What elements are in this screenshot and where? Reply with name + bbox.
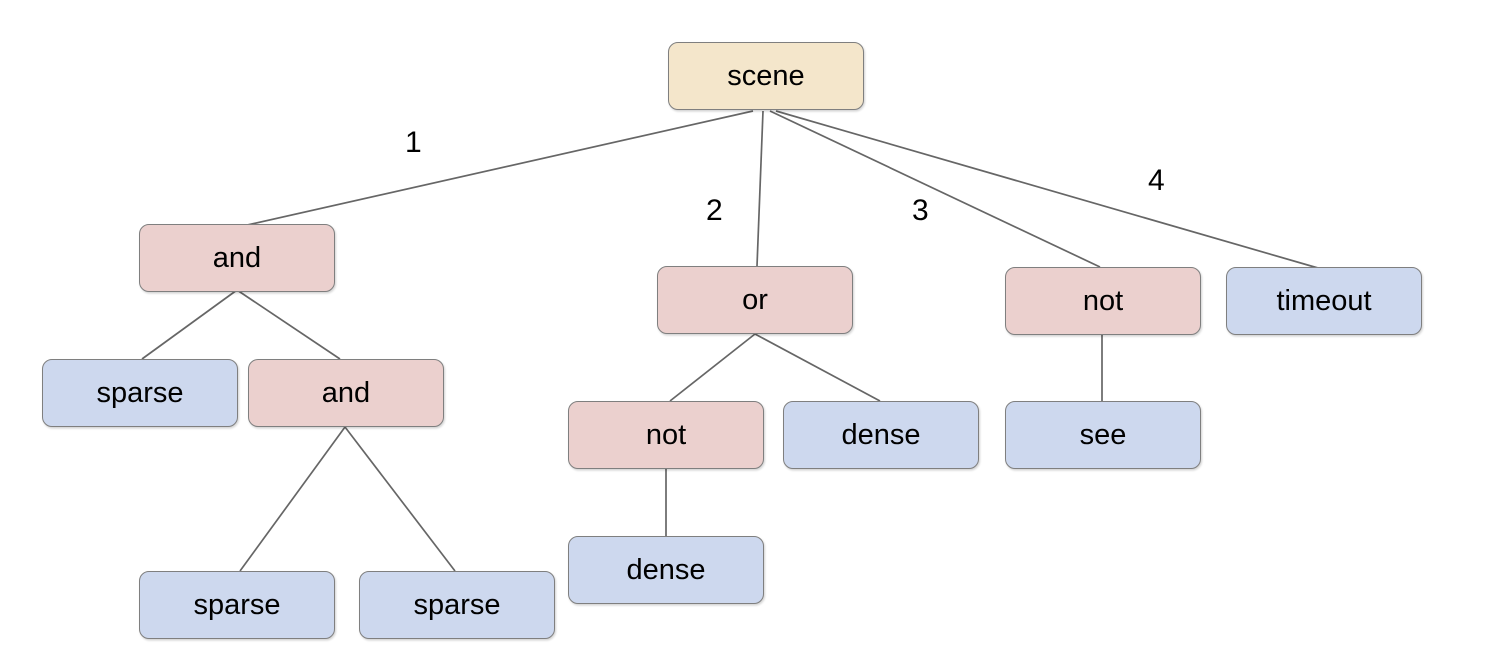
node-sparse-1: sparse [42,359,238,427]
node-dense-2: dense [568,536,764,604]
edge-scene-or1 [756,110,764,267]
edge-and1-and2 [236,289,341,360]
node-see: see [1005,401,1201,469]
edge-and2-sparse2 [239,426,346,572]
edge-scene-timeout [775,110,1319,269]
node-sparse-2: sparse [139,571,335,639]
node-and-1: and [139,224,335,292]
edge-or1-dense1 [754,333,881,402]
edge-scene-and1 [242,110,754,227]
node-not-1: not [1005,267,1201,335]
node-scene: scene [668,42,864,110]
node-not-2: not [568,401,764,469]
node-timeout: timeout [1226,267,1422,335]
edge-label-1: 1 [405,126,422,159]
node-sparse-3: sparse [359,571,555,639]
edge-and2-sparse3 [344,426,456,572]
node-or-1: or [657,266,853,334]
edge-and1-sparse1 [141,289,238,360]
node-and-2: and [248,359,444,427]
edge-label-4: 4 [1148,164,1165,197]
edge-or1-not2 [669,333,756,402]
edge-label-2: 2 [706,194,723,227]
edge-label-3: 3 [912,194,929,227]
edge-scene-not1 [769,110,1101,268]
node-dense-1: dense [783,401,979,469]
